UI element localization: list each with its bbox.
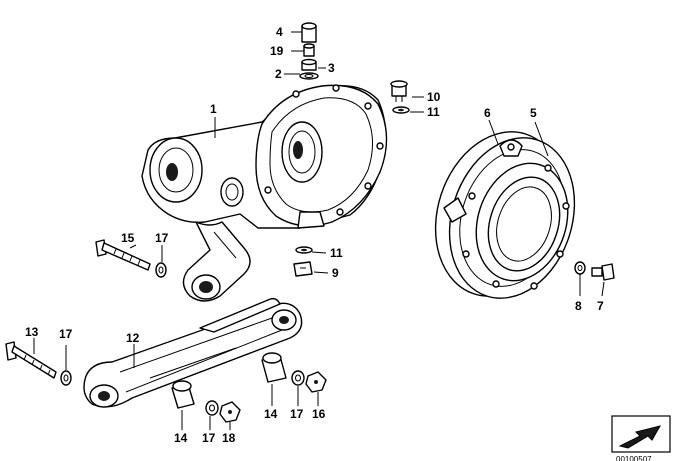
breather-parts <box>299 22 319 80</box>
torque-strut <box>83 297 303 408</box>
callout-17-upper: 17 <box>290 407 304 421</box>
callout-12: 12 <box>126 331 140 345</box>
callout-11-upper: 11 <box>427 105 440 119</box>
cover-bolt <box>574 261 615 281</box>
callout-17-bolt15: 17 <box>155 231 169 245</box>
callout-14-lower: 14 <box>174 431 188 445</box>
callout-19: 19 <box>270 44 284 58</box>
callout-7: 7 <box>597 299 604 313</box>
callout-16: 16 <box>312 407 326 421</box>
callout-labels: 4 19 2 3 10 11 1 6 5 15 17 11 9 8 7 13 1… <box>25 25 604 445</box>
callout-18: 18 <box>222 431 236 445</box>
callout-4: 4 <box>276 25 283 39</box>
callout-5: 5 <box>530 106 537 120</box>
filler-plug <box>390 80 410 114</box>
corner-arrow-icon <box>611 415 671 453</box>
callout-8: 8 <box>575 299 582 313</box>
callout-9: 9 <box>332 266 339 280</box>
callout-17-bolt13: 17 <box>59 327 73 341</box>
image-number: 00100507 <box>616 455 652 461</box>
housing-cover <box>434 131 576 299</box>
drive-housing <box>141 84 388 302</box>
bushing-set-upper <box>261 352 327 393</box>
callout-10: 10 <box>427 90 441 104</box>
callout-1: 1 <box>210 102 217 116</box>
callout-15: 15 <box>121 231 135 245</box>
callout-17-lower: 17 <box>202 431 216 445</box>
bolt-13 <box>5 341 72 386</box>
callout-13: 13 <box>25 325 39 339</box>
bushing-set-lower <box>171 380 241 423</box>
callout-3: 3 <box>328 61 335 75</box>
callout-14-upper: 14 <box>264 407 278 421</box>
bolt-15 <box>95 239 167 278</box>
drain-plug <box>293 246 313 277</box>
callout-6: 6 <box>484 106 491 120</box>
callout-11-lower: 11 <box>330 246 343 260</box>
callout-2: 2 <box>275 67 282 81</box>
leader-lines <box>33 31 605 430</box>
